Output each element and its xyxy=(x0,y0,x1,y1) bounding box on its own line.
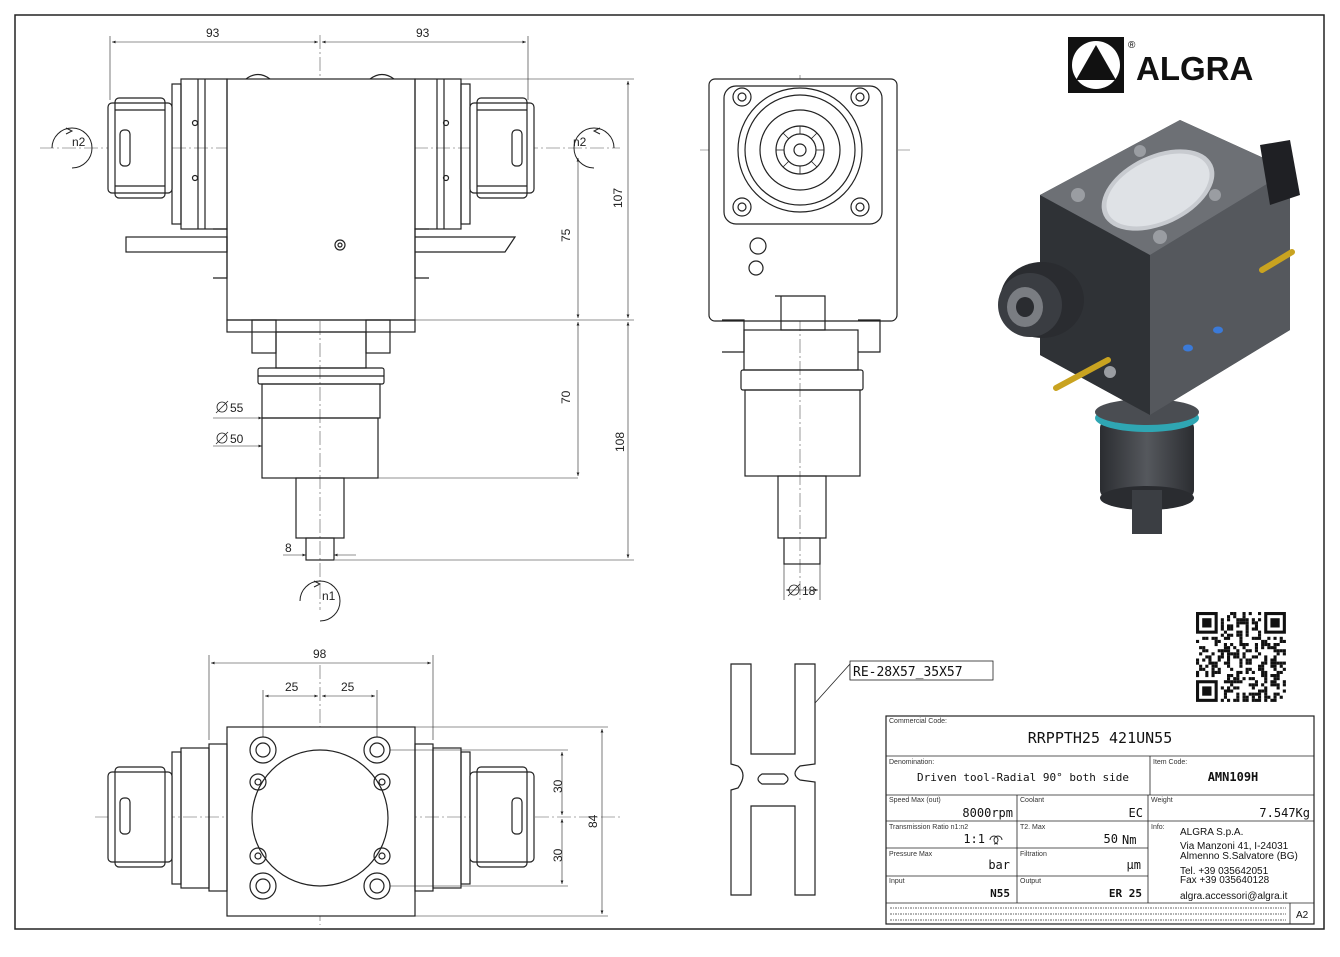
sheet-border xyxy=(14,14,1325,930)
dim-70: 70 xyxy=(559,390,573,404)
ratio-value: 1:1 xyxy=(963,832,985,846)
dim-front-left: 93 xyxy=(206,26,220,40)
ratio-label: Transmission Ratio n1:n2 xyxy=(889,824,968,831)
company-name: ALGRA S.p.A. xyxy=(1180,827,1243,838)
weight-value: 7.547Kg xyxy=(1259,806,1310,820)
dim-25-left: 25 xyxy=(285,680,299,694)
denomination-label: Denomination: xyxy=(889,759,934,766)
speed-value: 8000rpm xyxy=(962,806,1013,820)
speed-label: Speed Max (out) xyxy=(889,797,941,804)
legal-fine-print xyxy=(890,907,1286,921)
torque-label: T2. Max xyxy=(1020,824,1046,831)
output-label: Output xyxy=(1020,878,1041,885)
commercial-code-value: RRPPTH25 421UN55 xyxy=(1028,729,1173,747)
diameter-50-label: 50 xyxy=(215,431,244,446)
registered-mark: ® xyxy=(1128,40,1136,51)
input-label: Input xyxy=(889,878,905,885)
dim-30-top: 30 xyxy=(551,779,565,793)
coolant-value: EC xyxy=(1129,806,1143,820)
rotation-n2-left: n2 xyxy=(51,127,93,169)
svg-text:55: 55 xyxy=(230,401,244,415)
front-view xyxy=(40,35,620,610)
address-line-2: Almenno S.Salvatore (BG) xyxy=(1180,851,1298,862)
qr-code xyxy=(1196,612,1286,702)
commercial-code-label: Commercial Code: xyxy=(889,718,947,725)
svg-text:n2: n2 xyxy=(573,135,587,149)
svg-text:n2: n2 xyxy=(72,135,86,149)
detail-reference: RE-28X57_35X57 xyxy=(853,665,963,680)
torque-value: 50 xyxy=(1104,832,1118,846)
filtration-label: Filtration xyxy=(1020,851,1047,858)
front-view-dimensions xyxy=(109,36,634,561)
top-view-dimensions xyxy=(208,655,608,917)
detail-callout xyxy=(814,660,994,704)
svg-text:n1: n1 xyxy=(322,589,336,603)
weight-label: Weight xyxy=(1151,797,1173,804)
title-block-fields: Commercial Code: RRPPTH25 421UN55 Denomi… xyxy=(889,718,1310,921)
output-value: ER 25 xyxy=(1109,887,1142,900)
input-value: N55 xyxy=(990,887,1010,900)
diameter-18-label: 18 xyxy=(787,583,816,598)
denomination-value: Driven tool-Radial 90° both side xyxy=(917,771,1129,784)
telephone: Tel. +39 035642051 xyxy=(1180,866,1269,877)
key-profile-detail xyxy=(730,663,816,896)
sheet-size: A2 xyxy=(1296,910,1309,921)
brand-name: ALGRA xyxy=(1136,50,1253,87)
address-line-1: Via Manzoni 41, I-24031 xyxy=(1180,841,1289,852)
title-block xyxy=(885,715,1315,925)
svg-text:50: 50 xyxy=(230,432,244,446)
side-view xyxy=(700,75,910,600)
pressure-label: Pressure Max xyxy=(889,851,933,858)
fax: Fax +39 035640128 xyxy=(1180,875,1270,886)
dim-75: 75 xyxy=(559,228,573,242)
rotation-n1: n1 xyxy=(299,580,341,622)
dim-84: 84 xyxy=(586,814,600,828)
side-view-dimensions xyxy=(783,564,821,600)
filtration-value: µm xyxy=(1127,858,1141,872)
dim-107: 107 xyxy=(611,188,625,208)
diameter-55-label: 55 xyxy=(215,400,244,415)
isometric-render xyxy=(998,120,1300,534)
dim-front-right: 93 xyxy=(416,26,430,40)
dim-98: 98 xyxy=(313,647,327,661)
rotation-n2-right: n2 xyxy=(573,127,615,169)
top-view xyxy=(95,665,620,925)
svg-text:18: 18 xyxy=(802,584,816,598)
dim-30-bottom: 30 xyxy=(551,848,565,862)
dim-8: 8 xyxy=(285,541,292,555)
coolant-label: Coolant xyxy=(1020,797,1044,804)
dim-108: 108 xyxy=(613,432,627,452)
info-label: Info: xyxy=(1151,824,1165,831)
dim-25-right: 25 xyxy=(341,680,355,694)
item-code-value: AMN109H xyxy=(1208,770,1259,784)
item-code-label: Item Code: xyxy=(1153,759,1187,766)
pressure-value: bar xyxy=(988,858,1010,872)
email-link[interactable]: algra.accessori@algra.it xyxy=(1180,891,1288,902)
torque-unit: Nm xyxy=(1122,833,1136,847)
rotation-direction-icons xyxy=(989,835,1003,845)
algra-logo: ALGRA ® xyxy=(1068,37,1253,93)
